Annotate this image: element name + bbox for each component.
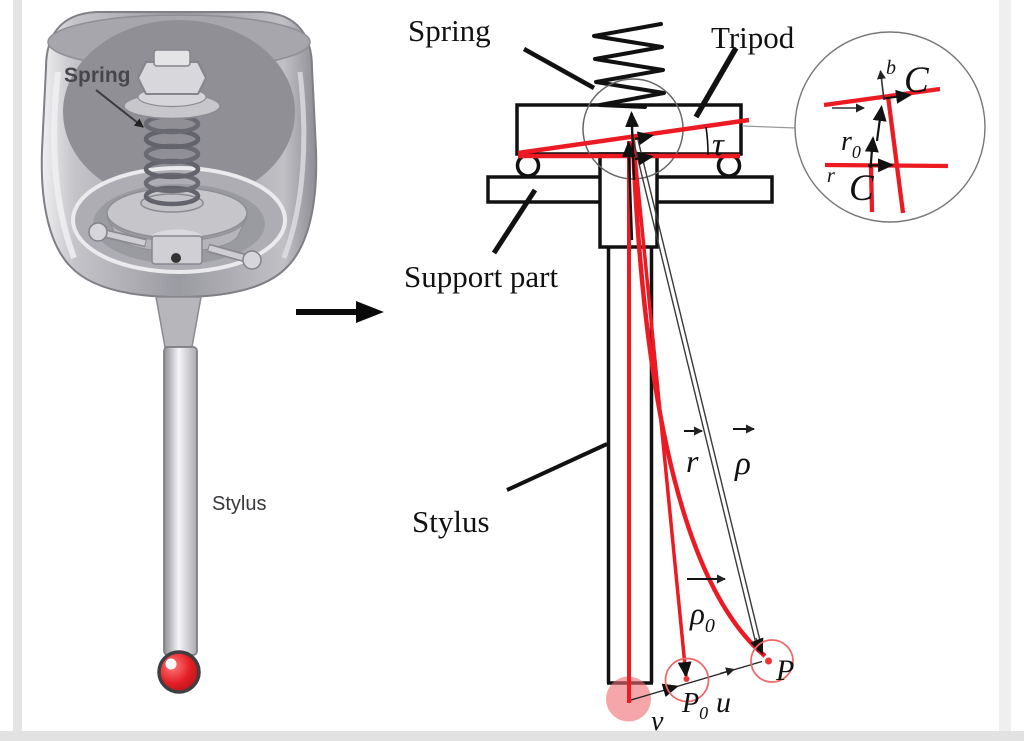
c-upper-arrow [634, 131, 654, 146]
housing-highlight-right [281, 71, 307, 259]
tripod-pointer [693, 46, 739, 119]
point-p0-label: P0 [681, 688, 708, 723]
inset-r0-label: r0 [841, 126, 861, 162]
inset-r-label: r [827, 165, 835, 187]
stylus-pointer [506, 442, 608, 492]
left-spring-label: Spring [64, 64, 131, 87]
stylus-shaft-3d [163, 346, 198, 656]
u-arrow-marker [719, 667, 735, 676]
v-arrow-marker [661, 683, 679, 698]
p-dot [765, 657, 772, 665]
rho0-sub: 0 [705, 615, 715, 637]
inset-stylus-red-line [885, 95, 906, 214]
housing-highlight-left [51, 71, 77, 260]
left-spring-pointer [95, 89, 144, 128]
schematic-stylus-label: Stylus [412, 504, 490, 539]
tau-arc [705, 126, 709, 156]
inset-r0-sub: 0 [852, 142, 861, 162]
inset-r0-base: r [841, 126, 852, 157]
inset-r0-upper-arrow [872, 105, 887, 142]
bottom-edge-band [0, 731, 1024, 741]
schematic-tripod-label: Tripod [711, 20, 795, 55]
vector-rho-label: ρ [734, 446, 751, 482]
inset-b-label: b [886, 57, 896, 79]
pin-left-ball [88, 222, 108, 242]
vector-v-label: v [651, 706, 664, 737]
vector-rho0-label: ρ0 [689, 596, 715, 637]
inset-vertical-red-line [868, 166, 875, 213]
p0-dot [683, 676, 690, 682]
probe-schematic: τ r ρ ρ0 P0 u P v Spring Tripod Support … [404, 13, 797, 737]
p0-sub: 0 [699, 703, 708, 723]
inset-c-lower-arrow [867, 158, 894, 173]
r0-vector-arrow [622, 141, 637, 241]
spring-pointer [522, 47, 596, 90]
inset-c-upper-arrow [883, 89, 912, 104]
inset-b-arrow [876, 70, 886, 101]
hub-body [151, 235, 203, 265]
inset-r0-lower-arrow [864, 136, 879, 169]
magnified-inset: b C r0 r C [794, 31, 986, 223]
right-arrow-icon [296, 301, 384, 323]
left-edge-band [13, 0, 22, 741]
inset-connector-line [741, 125, 797, 129]
contact-point-p-circle [750, 639, 794, 683]
vector-u-label: u [716, 686, 731, 719]
hub-hole [171, 253, 181, 263]
left-stylus-label: Stylus [212, 493, 266, 515]
c-lower-arrow [634, 151, 654, 166]
schematic-support-label: Support part [404, 259, 559, 294]
support-pointer [491, 188, 538, 255]
vector-r-label: r [686, 443, 699, 479]
pin-right-face [208, 245, 249, 262]
inset-c-lower-label: C [849, 168, 875, 209]
probe-3d-view: Spring Stylus [40, 11, 318, 694]
displacement-line [630, 660, 763, 701]
tau-label: τ [712, 127, 725, 163]
p0-base: P [681, 688, 699, 719]
inset-c-upper-label: C [904, 60, 930, 101]
right-edge-band [999, 0, 1011, 741]
inset-upper-red-tangent [823, 86, 941, 108]
pin-right-ball [242, 250, 262, 270]
stylus-ball-highlight [165, 658, 177, 670]
schematic-spring-label: Spring [408, 13, 491, 48]
vector-r-red-curve [630, 142, 767, 658]
bolt-assembly [123, 49, 221, 120]
stylus-ball-3d [157, 650, 201, 694]
spring-symbol [592, 22, 666, 109]
rho0-base: ρ [689, 596, 705, 631]
coil-spring [140, 113, 204, 213]
contact-point-p0-circle [664, 657, 710, 703]
point-p-label: P [775, 654, 794, 687]
pin-left-face [102, 230, 146, 246]
